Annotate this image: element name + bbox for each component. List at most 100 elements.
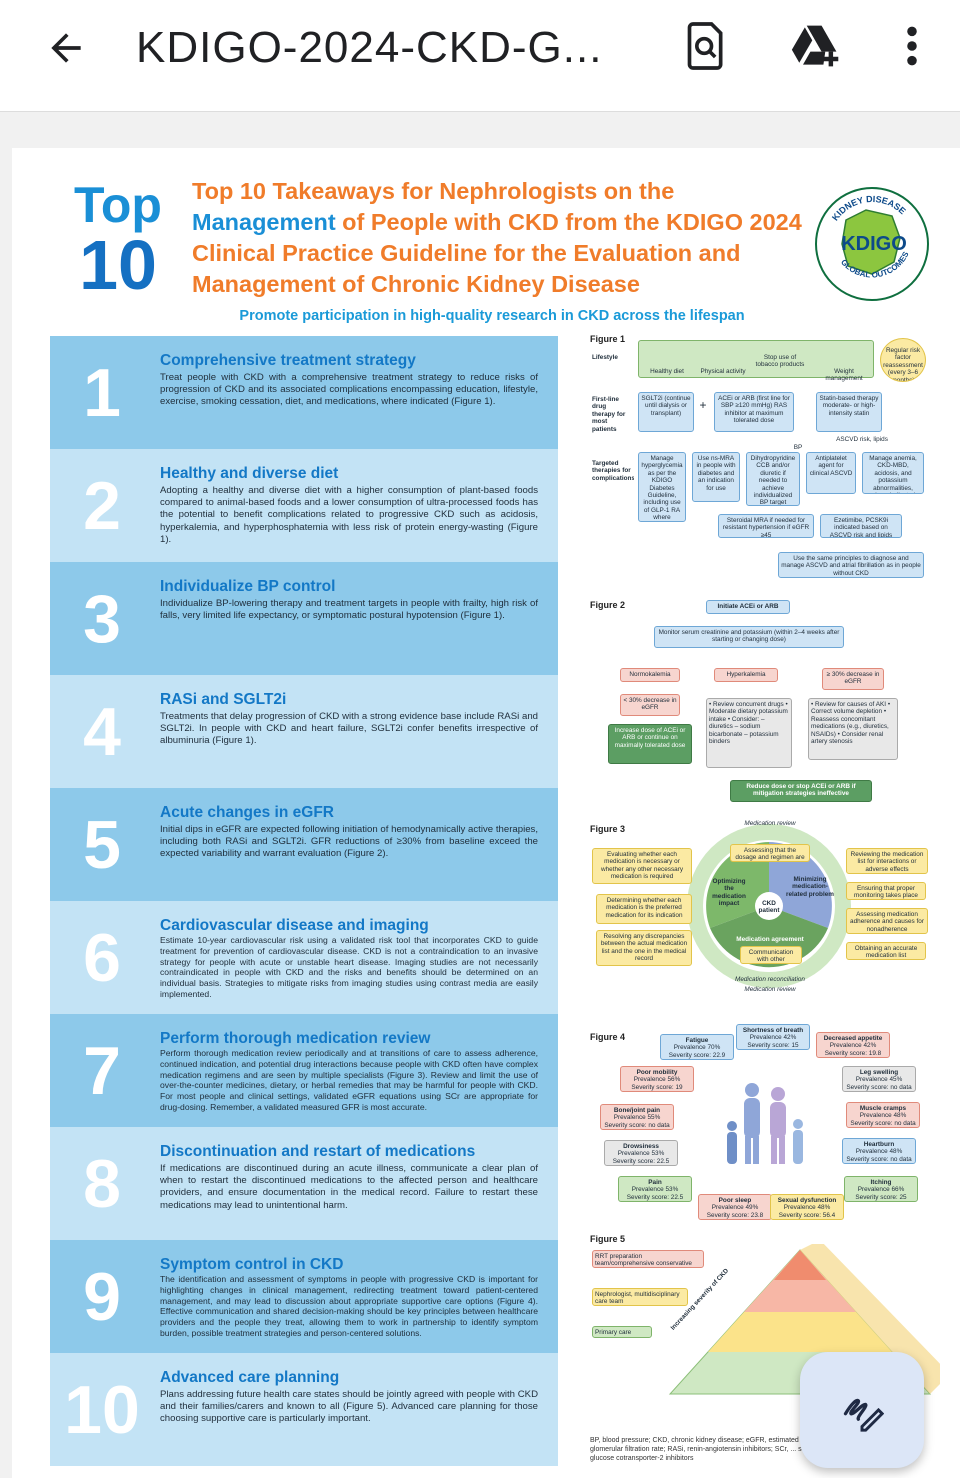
takeaway-text: Adopting a healthy and diverse diet with… <box>160 485 538 545</box>
fig1-lifestyle-0: Healthy diet <box>650 368 684 375</box>
back-button[interactable] <box>36 18 96 78</box>
takeaway-text: Perform thorough medication review perio… <box>160 1048 538 1112</box>
symptom-name: Poor sleep <box>718 1197 752 1204</box>
takeaway-number: 8 <box>83 1145 121 1222</box>
takeaway-number: 7 <box>83 1032 121 1109</box>
fig3-assess: Assessing that the dosage and regimen ar… <box>730 844 810 862</box>
figure4-label: Figure 4 <box>590 1032 626 1042</box>
figure2-label: Figure 2 <box>590 600 626 610</box>
fig3-communication: Communication with other physicians <box>740 946 802 964</box>
symptom-name: Muscle cramps <box>859 1105 907 1112</box>
symptom-severity: Severity score: 22.5 <box>626 1193 684 1201</box>
footnote: BP, blood pressure; CKD, chronic kidney … <box>590 1437 824 1462</box>
takeaway-title: Advanced care planning <box>160 1369 340 1386</box>
fig1-target-1: Use ns-MRA in people with diabetes and a… <box>692 452 740 502</box>
takeaway-text: Treat people with CKD with a comprehensi… <box>160 372 538 408</box>
drive-add-icon <box>791 25 839 67</box>
symptom-prevalence: Prevalence 53% <box>617 1150 665 1158</box>
symptom-prevalence: Prevalence 48% <box>855 1148 903 1156</box>
top-word: Top <box>74 177 162 233</box>
takeaway-number: 4 <box>83 693 121 770</box>
symptom-name: Decreased appetite <box>823 1035 883 1042</box>
search-document-icon <box>687 22 723 70</box>
fig3-ring-bottom: Medication reconciliation <box>735 976 805 983</box>
fig3-agreement: Medication agreement <box>736 936 804 943</box>
top-number: 10 <box>79 226 157 304</box>
symptom-name: Heartburn <box>863 1141 895 1148</box>
fig1-bp: BP <box>793 444 803 451</box>
fig1-target-0: Manage hyperglycemia as per the KDIGO Di… <box>638 452 686 522</box>
more-options-button[interactable] <box>880 14 944 78</box>
back-arrow-icon <box>51 33 81 63</box>
takeaway-number: 3 <box>83 580 121 657</box>
fig1-steroidal: Steroidal MRA if needed for resistant hy… <box>718 514 814 538</box>
symptom-name: Shortness of breath <box>742 1027 804 1034</box>
takeaway-title: Individualize BP control <box>160 578 336 595</box>
symptom-severity: Severity score: no data <box>604 1121 670 1129</box>
fig2-aki-list: • Review for causes of AKI • Correct vol… <box>808 698 898 760</box>
fig2-monitor: Monitor serum creatinine and potassium (… <box>654 626 844 648</box>
takeaway-number: 1 <box>83 354 121 431</box>
symptom-severity: Severity score: 22.9 <box>668 1051 726 1059</box>
symptom-prevalence: Prevalence 42% <box>749 1034 797 1042</box>
takeaway-number: 10 <box>64 1371 140 1448</box>
takeaway-number: 5 <box>83 806 121 883</box>
symptom-severity: Severity score: 19.8 <box>824 1049 882 1057</box>
fig3-right-1: Ensuring that proper monitoring takes pl… <box>846 882 926 900</box>
symptom-name: Fatigue <box>685 1037 709 1044</box>
symptom-severity: Severity score: 19 <box>631 1083 683 1091</box>
fig1-first-0: SGLT2i (continue until dialysis or trans… <box>638 392 694 432</box>
symptom-severity: Severity score: no data <box>846 1083 912 1091</box>
symptom-name: Drowsiness <box>623 1143 659 1150</box>
symptom-prevalence: Prevalence 42% <box>829 1042 877 1050</box>
fig1-first-1: ACEi or ARB (first line for SBP ≥120 mmH… <box>714 392 794 432</box>
fig2-reduce: Reduce dose or stop ACEi or ARB if mitig… <box>730 780 872 802</box>
fig2-less30: < 30% decrease in eGFR <box>620 694 680 716</box>
fig1-row-targeted: Targeted therapies for complications <box>592 460 634 482</box>
edit-pen-icon <box>843 1398 884 1432</box>
takeaway-text: Estimate 10-year cardiovascular risk usi… <box>160 935 538 999</box>
add-to-drive-button[interactable] <box>784 14 848 78</box>
symptom-prevalence: Prevalence 70% <box>673 1044 721 1052</box>
symptom-severity: Severity score: 23.8 <box>706 1211 764 1219</box>
annotate-fab[interactable] <box>800 1352 924 1468</box>
symptom-prevalence: Prevalence 49% <box>711 1204 759 1212</box>
fig1-plus: + <box>699 400 707 412</box>
symptom-prevalence: Prevalence 48% <box>859 1112 907 1120</box>
fig3-right-2: Assessing medication adherence and cause… <box>846 908 928 934</box>
fig5-legend-2: Primary care <box>592 1326 652 1338</box>
symptom-severity: Severity score: 25 <box>855 1193 907 1201</box>
takeaway-text: If medications are discontinued during a… <box>160 1163 538 1211</box>
takeaway-title: RASi and SGLT2i <box>160 691 287 708</box>
search-in-document-button[interactable] <box>674 14 738 78</box>
symptom-name: Leg swelling <box>859 1069 899 1076</box>
fig3-ring-bottom2: Medication review <box>744 986 796 993</box>
app-bar: KDIGO-2024-CKD-G... <box>0 0 960 112</box>
fig2-increase: Increase dose of ACEi or ARB or continue… <box>608 724 692 764</box>
fig3-left-2: Resolving any discrepancies between the … <box>596 930 692 966</box>
symptom-prevalence: Prevalence 55% <box>613 1114 661 1122</box>
fig2-initiate: Initiate ACEi or ARB <box>706 600 790 614</box>
document-title: KDIGO-2024-CKD-G... <box>136 23 603 72</box>
fig1-lifestyle-band <box>638 340 874 378</box>
symptom-severity: Severity score: 22.5 <box>612 1157 670 1165</box>
takeaway-title: Symptom control in CKD <box>160 1256 344 1273</box>
takeaway-title: Comprehensive treatment strategy <box>160 352 416 369</box>
headline-blue: Management <box>192 209 336 235</box>
takeaway-title: Acute changes in eGFR <box>160 804 334 821</box>
takeaway-number: 6 <box>83 919 121 996</box>
promote-line: Promote participation in high-quality re… <box>239 308 745 324</box>
fig1-row-first: First-line drug therapy for most patient… <box>592 396 626 433</box>
fig1-first-2: Statin-based therapy moderate- or high-i… <box>816 392 882 432</box>
